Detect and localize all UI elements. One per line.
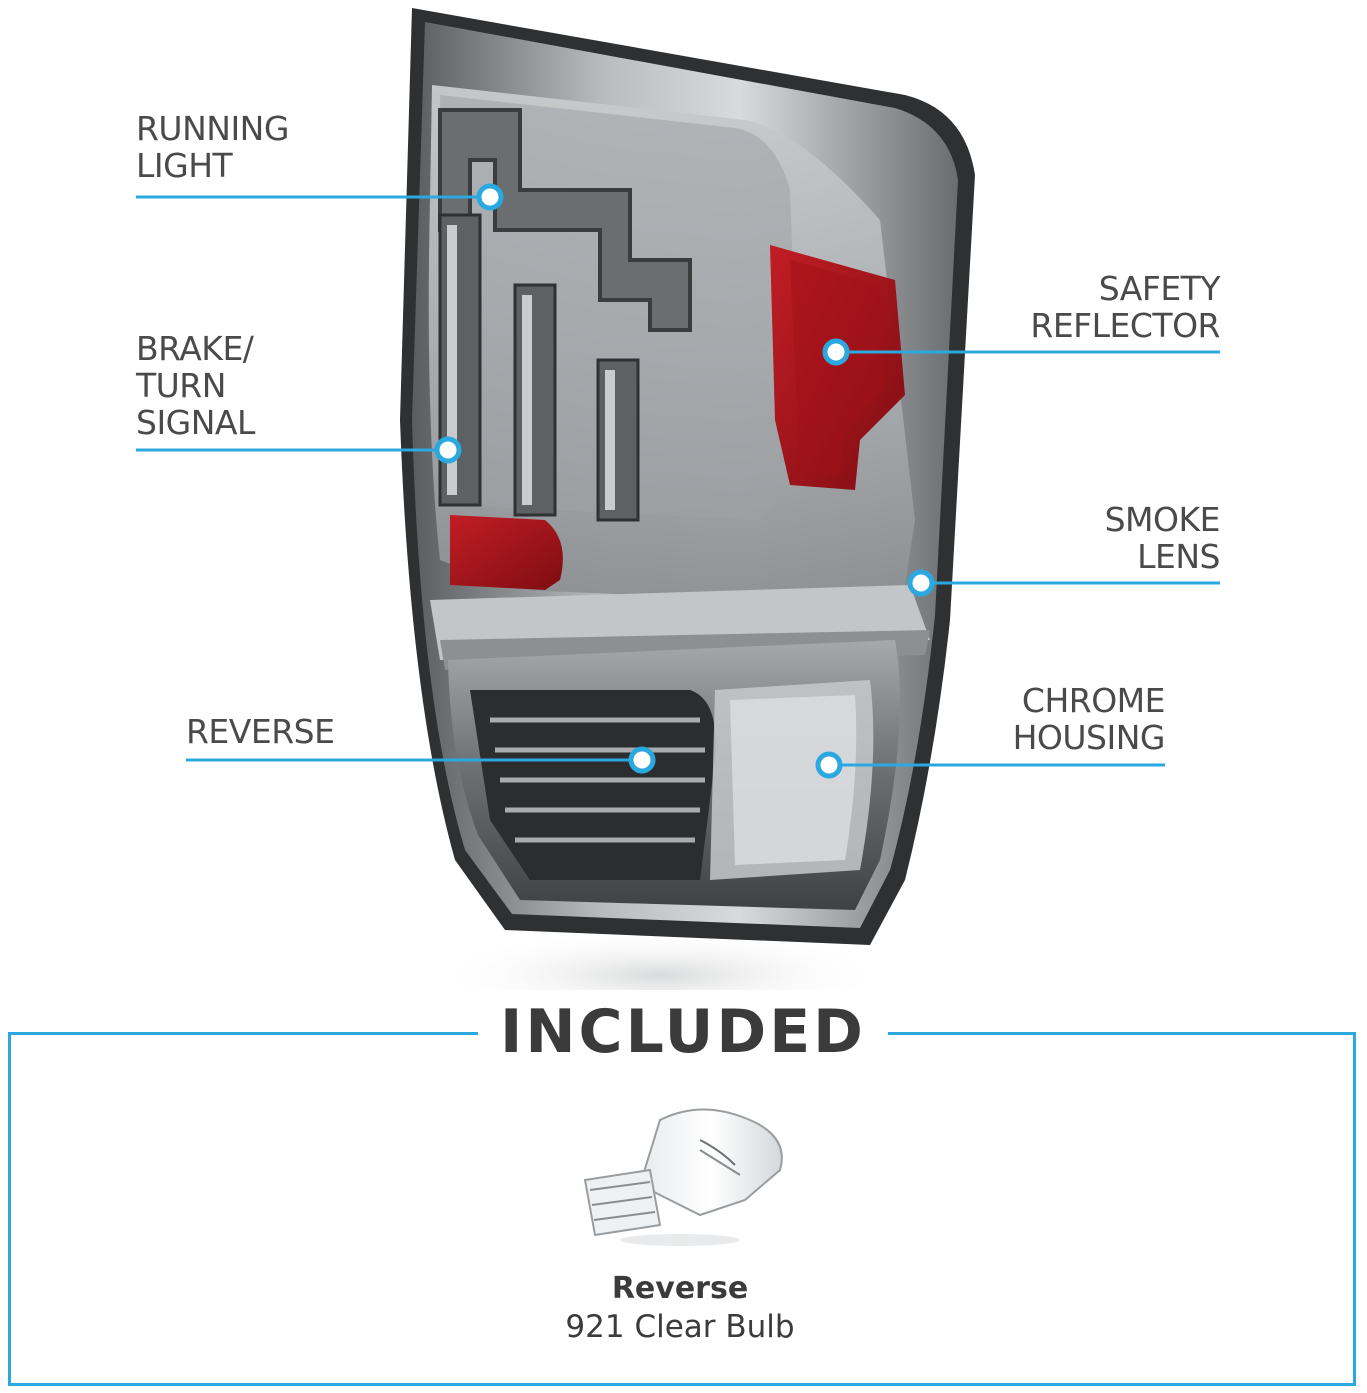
- callout-text: REVERSE: [186, 712, 335, 751]
- callout-text: LENS: [1137, 537, 1220, 576]
- bulb-name: Reverse: [611, 1271, 749, 1306]
- callout-text: CHROME: [1021, 681, 1166, 720]
- callout-text: RUNNING: [136, 109, 289, 148]
- callout-text: TURN: [136, 366, 226, 405]
- bulb-caption: Reverse 921 Clear Bulb: [480, 1270, 880, 1346]
- callout-text: REFLECTOR: [1030, 306, 1220, 345]
- callout-text: HOUSING: [1012, 718, 1166, 757]
- included-heading: INCLUDED: [478, 990, 888, 1074]
- callout-safety-reflector: SAFETY REFLECTOR: [980, 270, 1220, 344]
- callout-smoke-lens: SMOKE LENS: [1040, 500, 1221, 576]
- callout-text: SMOKE: [1104, 500, 1221, 539]
- callout-chrome-housing: CHROME HOUSING: [960, 681, 1166, 757]
- bulb-icon: [583, 1108, 783, 1246]
- bulb-description: 921 Clear Bulb: [565, 1309, 795, 1345]
- callout-text: BRAKE/: [136, 329, 254, 368]
- callout-reverse: REVERSE: [186, 712, 335, 751]
- callout-running-light: RUNNING LIGHT: [136, 110, 289, 184]
- callout-markers: [434, 183, 935, 779]
- callout-text: SAFETY: [1098, 269, 1221, 308]
- callout-brake-turn-signal: BRAKE/ TURN SIGNAL: [136, 330, 255, 441]
- callout-text: LIGHT: [136, 146, 233, 185]
- callout-text: SIGNAL: [136, 403, 255, 442]
